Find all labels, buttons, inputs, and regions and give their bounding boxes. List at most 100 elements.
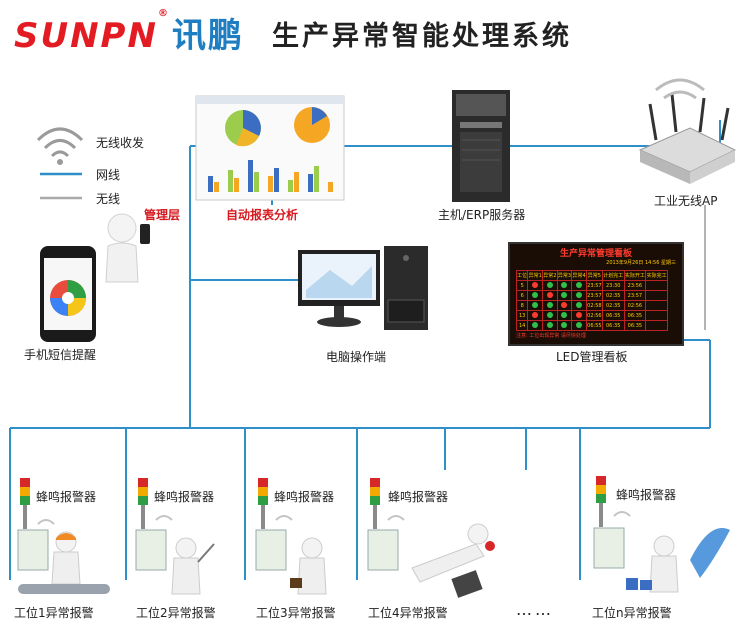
station3-alarm-label: 蜂鸣报警器	[274, 490, 335, 504]
led-dot	[532, 311, 539, 318]
wireless-ap-icon	[638, 78, 737, 184]
led-cell: 06:35	[623, 310, 647, 321]
led-cell	[542, 290, 558, 301]
led-cell	[542, 280, 558, 291]
led-header-cell: 工位	[515, 270, 529, 281]
station-n-alarm-label: 蜂鸣报警器	[616, 488, 677, 502]
brand-logo: SUNPN®讯鹏	[14, 8, 244, 57]
led-cell	[645, 320, 668, 331]
more-stations-ellipsis: ……	[516, 600, 554, 619]
led-header-cell: 异常5	[585, 270, 603, 281]
led-dot	[546, 281, 553, 288]
led-dot	[532, 301, 539, 308]
pc-icon	[298, 246, 428, 330]
led-row: 6 23:57 02:35 23:57	[515, 290, 668, 301]
led-header-cell: 实际开工	[623, 270, 647, 281]
led-cell: 13	[515, 310, 529, 321]
led-row: 13 02:56 06:35 06:35	[515, 310, 668, 321]
led-cell	[527, 300, 543, 311]
led-cell	[645, 310, 668, 321]
led-cell	[542, 300, 558, 311]
led-cell	[527, 290, 543, 301]
led-cell	[571, 280, 587, 291]
led-cell: 02:35	[601, 290, 625, 301]
led-header-cell: 异常3	[556, 270, 573, 281]
manager-figure-icon	[105, 213, 150, 283]
led-cell: 23:56	[623, 280, 647, 291]
led-cell: 02:35	[601, 300, 625, 311]
phone-label: 手机短信提醒	[24, 348, 97, 362]
led-cell: 02:56	[585, 310, 603, 321]
led-cell: 06:35	[623, 320, 647, 331]
led-header-cell: 异常2	[542, 270, 558, 281]
led-dot	[576, 311, 583, 318]
led-cell	[571, 290, 587, 301]
led-board-date: 2013年9月26日 14:56 星期三	[606, 260, 676, 266]
led-row: 8 02:58 02:35 02:56	[515, 300, 668, 311]
led-cell	[527, 280, 543, 291]
led-dot	[532, 321, 539, 328]
led-dot	[561, 311, 568, 318]
led-header-cell: 异常1	[527, 270, 543, 281]
alarm-wifi-icons	[37, 511, 631, 525]
pc-label: 电脑操作端	[326, 350, 387, 364]
led-cell	[542, 320, 558, 331]
station-devices	[17, 476, 730, 598]
server-tower-icon	[452, 90, 510, 202]
led-dot	[546, 291, 553, 298]
led-cell	[556, 310, 573, 321]
report-bars	[208, 160, 333, 192]
led-board-table: 工位 异常1 异常2 异常3 异常4 异常5 计划完工 实际开工 实际完工 5 …	[515, 270, 668, 331]
led-cell: 23:30	[601, 280, 625, 291]
led-cell	[527, 320, 543, 331]
led-cell: 5	[515, 280, 529, 291]
report-screenshot-icon	[195, 95, 345, 201]
led-cell	[571, 300, 587, 311]
station4-device	[367, 478, 495, 598]
led-dot	[576, 291, 583, 298]
station-n-label: 工位n异常报警	[592, 606, 672, 620]
led-cell: 02:56	[623, 300, 647, 311]
led-cell	[527, 310, 543, 321]
led-cell: 23:57	[585, 280, 603, 291]
led-label: LED管理看板	[556, 350, 628, 364]
station4-label: 工位4异常报警	[368, 606, 448, 620]
led-cell	[571, 310, 587, 321]
page-title: 生产异常智能处理系统	[272, 21, 572, 52]
legend-wireless-label: 无线收发	[96, 136, 145, 150]
led-cell	[571, 320, 587, 331]
led-dot	[576, 301, 583, 308]
led-cell: 14	[515, 320, 529, 331]
station-n-device	[593, 476, 730, 593]
led-cell: 02:58	[585, 300, 603, 311]
phone-icon	[40, 246, 96, 342]
led-row: 14 06:55 06:35 06:35	[515, 320, 668, 331]
led-cell	[556, 320, 573, 331]
led-board-footer: 注意: 工位出现异常 请尽快处理	[516, 333, 586, 339]
led-cell	[556, 280, 573, 291]
station2-device	[135, 478, 215, 595]
led-cell: 8	[515, 300, 529, 311]
station3-device	[255, 478, 327, 595]
station4-alarm-label: 蜂鸣报警器	[388, 490, 449, 504]
led-dot	[561, 281, 568, 288]
ap-label: 工业无线AP	[654, 194, 718, 208]
led-row: 5 23:57 23:30 23:56	[515, 280, 668, 291]
led-dot	[546, 321, 553, 328]
led-cell: 06:35	[601, 320, 625, 331]
manager-label: 管理层	[144, 208, 181, 222]
led-cell	[645, 280, 668, 291]
brand-latin: SUNPN	[14, 16, 158, 56]
station2-label: 工位2异常报警	[136, 606, 216, 620]
station1-label: 工位1异常报警	[14, 606, 94, 620]
led-dot	[561, 301, 568, 308]
led-header-cell: 异常4	[571, 270, 587, 281]
led-cell	[645, 300, 668, 311]
led-header-cell: 计划完工	[601, 270, 625, 281]
station1-alarm-label: 蜂鸣报警器	[36, 490, 97, 504]
led-board-title: 生产异常管理看板	[559, 249, 632, 259]
wifi-icon	[36, 127, 84, 158]
legend-wired-label: 网线	[96, 168, 121, 182]
brand-reg-mark: ®	[157, 8, 170, 19]
